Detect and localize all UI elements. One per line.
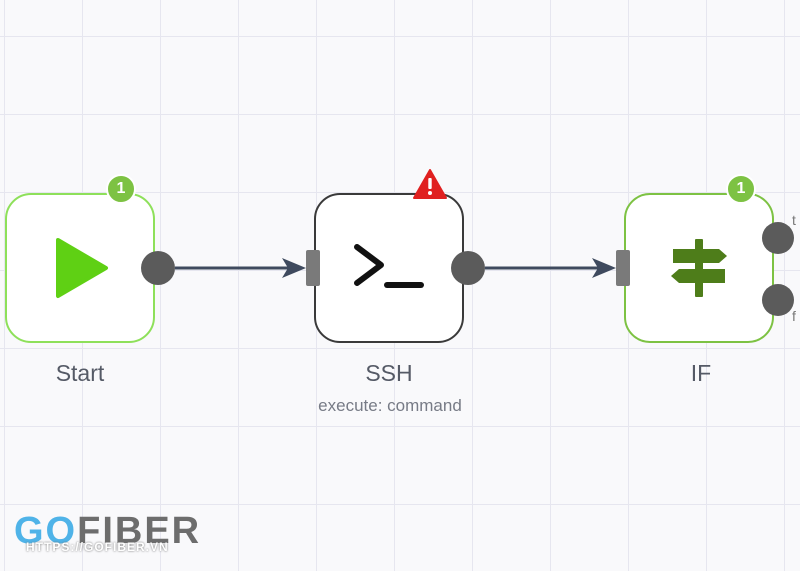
node-if-badge: 1: [726, 174, 756, 204]
connection-ssh-if[interactable]: [485, 258, 616, 278]
connection-start-ssh[interactable]: [175, 258, 306, 278]
signpost-icon: [671, 239, 727, 297]
watermark-brand-go: GO: [14, 510, 78, 552]
node-ssh-output-port[interactable]: [451, 251, 485, 285]
watermark-url: HTTPS://GOFIBER.VN: [26, 540, 169, 554]
node-if-output-false-port[interactable]: [762, 284, 794, 316]
node-if-output-true-port[interactable]: [762, 222, 794, 254]
node-ssh-label: SSH: [365, 360, 413, 386]
terminal-icon: [354, 244, 424, 288]
node-if[interactable]: [624, 193, 774, 343]
node-start[interactable]: [5, 193, 155, 343]
node-if-label: IF: [690, 360, 712, 386]
warning-icon[interactable]: [412, 168, 448, 200]
node-ssh[interactable]: [314, 193, 464, 343]
node-if-output-true-label: t: [792, 212, 796, 228]
watermark-brand: GOFIBER: [14, 510, 201, 553]
node-ssh-input-port[interactable]: [306, 250, 320, 286]
node-start-badge: 1: [106, 174, 136, 204]
play-icon: [56, 238, 108, 298]
node-if-output-false-label: f: [792, 308, 796, 324]
watermark-brand-fiber: FIBER: [77, 510, 202, 552]
node-start-output-port[interactable]: [141, 251, 175, 285]
node-start-label: Start: [55, 360, 105, 386]
node-ssh-subtitle: execute: command: [318, 396, 462, 415]
node-if-input-port[interactable]: [616, 250, 630, 286]
watermark-logo: GOFIBER HTTPS://GOFIBER.VN: [14, 510, 254, 560]
